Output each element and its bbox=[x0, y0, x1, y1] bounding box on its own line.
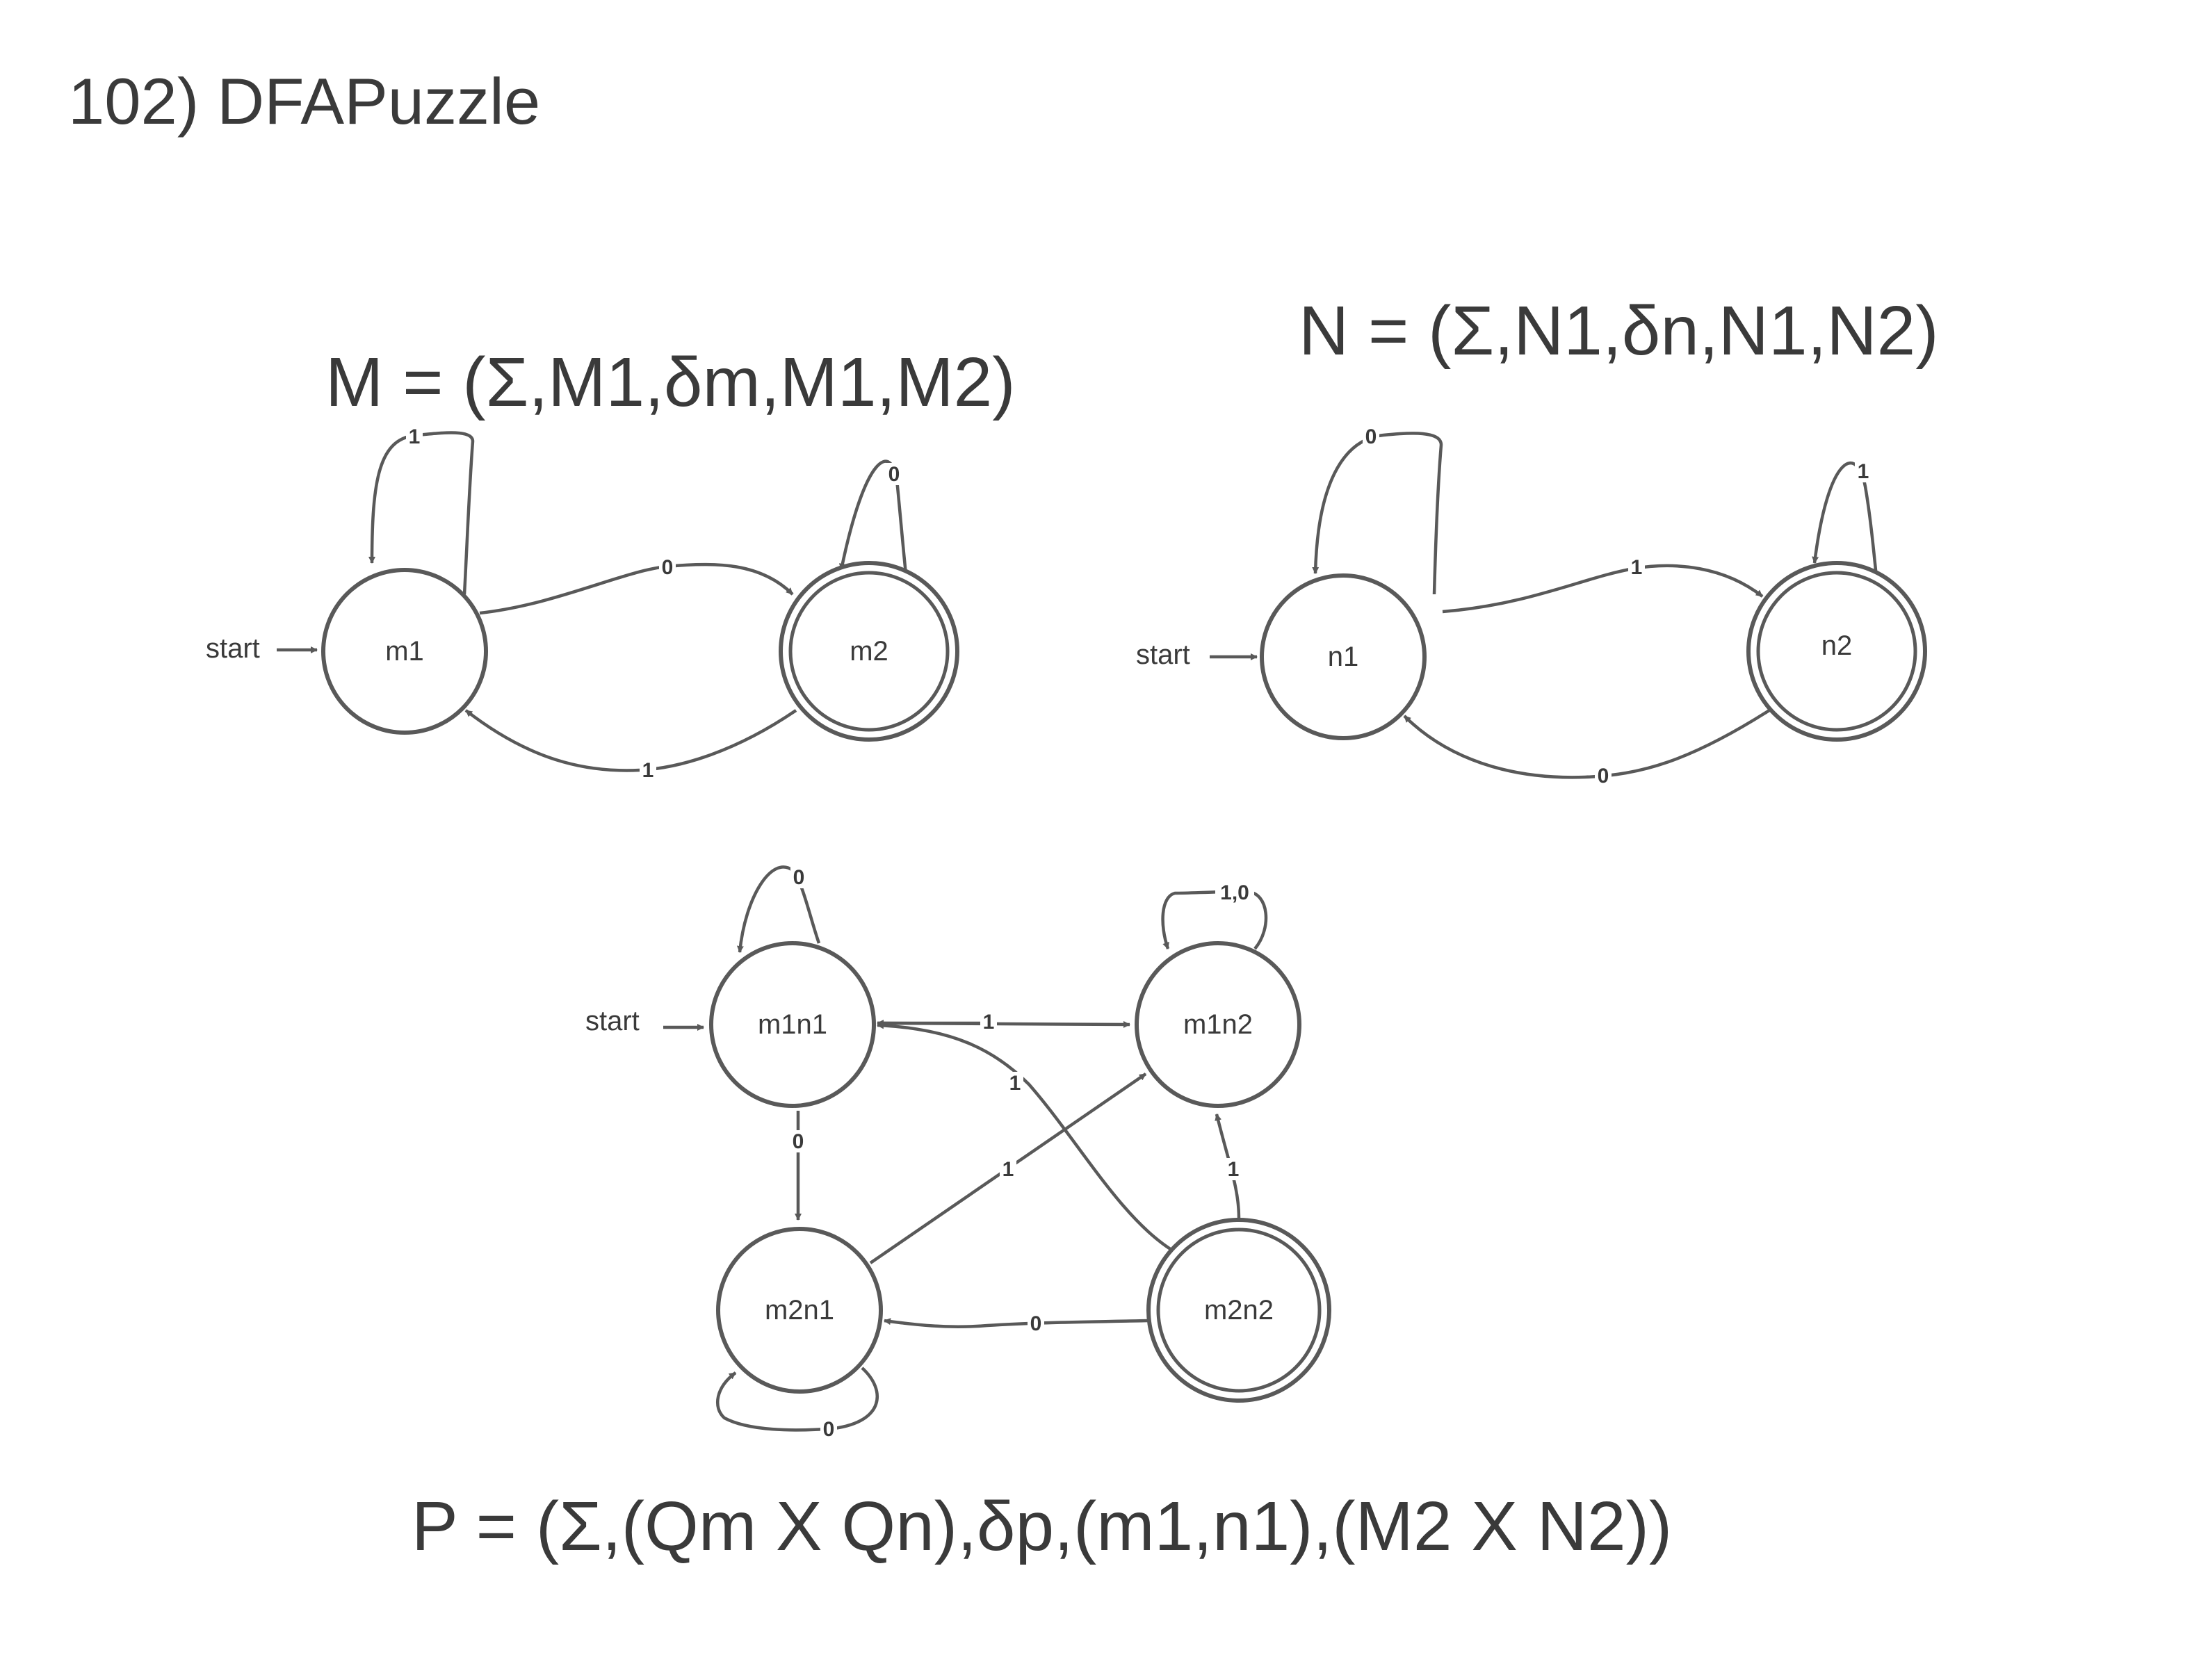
edge-label-m1n1-loop: 0 bbox=[793, 866, 805, 889]
state-label-m1: m1 bbox=[385, 636, 424, 667]
edge-label-m2n2-to-m2n1: 0 bbox=[1030, 1312, 1042, 1335]
state-m1n1: m1n1 bbox=[709, 941, 876, 1108]
state-label-m2: m2 bbox=[850, 636, 888, 667]
start-label-p: start bbox=[585, 1006, 640, 1036]
edge-label-m1n1-m1n2: 1 bbox=[983, 1011, 995, 1034]
edge-label-n1-loop: 0 bbox=[1365, 425, 1377, 448]
edge-n1-loop bbox=[1312, 432, 1443, 595]
state-m2-accepting: m2 bbox=[779, 561, 959, 742]
formula-n: N = (Σ,N1,δn,N1,N2) bbox=[1299, 292, 1939, 370]
formula-m: M = (Σ,M1,δm,M1,M2) bbox=[325, 343, 1016, 421]
edge-label-n2-loop: 1 bbox=[1858, 460, 1869, 483]
edge-label-m2n1-to-m1n2: 1 bbox=[1002, 1158, 1014, 1181]
state-m2n2-accepting: m2n2 bbox=[1146, 1218, 1331, 1403]
edge-label-m2n2-to-m1n1: 1 bbox=[1009, 1072, 1021, 1095]
formula-p: P = (Σ,(Qm X Qn),δp,(m1,n1),(M2 X N2)) bbox=[412, 1487, 1672, 1565]
dfa-m: M = (Σ,M1,δm,M1,M2) start 1 0 0 1 m1 m2 bbox=[206, 343, 1016, 782]
state-label-m2n1: m2n1 bbox=[765, 1295, 834, 1326]
start-label-m: start bbox=[206, 633, 260, 664]
state-label-m1n1: m1n1 bbox=[758, 1009, 827, 1040]
edge-label-m1-to-m2: 0 bbox=[662, 556, 674, 579]
edge-label-m2n1-loop: 0 bbox=[823, 1418, 835, 1441]
dfa-n: N = (Σ,N1,δn,N1,N2) start 0 1 1 0 n1 n2 bbox=[1136, 292, 1939, 788]
page-title: 102) DFAPuzzle bbox=[68, 65, 540, 138]
state-n1: n1 bbox=[1260, 573, 1427, 740]
edge-label-m1-loop: 1 bbox=[409, 425, 421, 448]
edge-m2n2-to-m1n1 bbox=[877, 1022, 1173, 1251]
state-label-m2n2: m2n2 bbox=[1204, 1295, 1274, 1326]
edge-label-m2n2-to-m1n2: 1 bbox=[1228, 1158, 1240, 1181]
edge-m1n1-loop bbox=[736, 865, 821, 953]
state-label-n2: n2 bbox=[1821, 630, 1853, 661]
edge-m1-to-m2 bbox=[479, 562, 794, 615]
edge-m2n1-loop bbox=[715, 1367, 879, 1432]
edge-label-m1n1-to-m2n1: 0 bbox=[793, 1130, 804, 1153]
edge-label-n2-to-n1: 0 bbox=[1598, 765, 1609, 788]
edge-label-m1n2-loop: 1,0 bbox=[1220, 881, 1249, 904]
state-label-m1n2: m1n2 bbox=[1183, 1009, 1253, 1040]
state-label-n1: n1 bbox=[1328, 642, 1359, 672]
state-m1: m1 bbox=[321, 568, 488, 735]
start-label-n: start bbox=[1136, 639, 1190, 670]
edge-m1n2-loop bbox=[1161, 890, 1268, 950]
edge-m2-to-m1 bbox=[464, 709, 797, 772]
edge-label-m2-loop: 0 bbox=[888, 463, 900, 486]
edge-m2n2-to-m2n1 bbox=[884, 1318, 1149, 1328]
state-m2n1: m2n1 bbox=[716, 1227, 883, 1394]
edge-n2-to-n1 bbox=[1403, 709, 1771, 779]
edge-m1-loop bbox=[368, 431, 475, 595]
state-m1n2: m1n2 bbox=[1135, 941, 1301, 1108]
edge-n1-to-n2 bbox=[1442, 564, 1764, 614]
edge-label-n1-to-n2: 1 bbox=[1631, 556, 1643, 579]
state-n2-accepting: n2 bbox=[1746, 561, 1927, 742]
edge-label-m2-to-m1: 1 bbox=[642, 759, 654, 782]
dfa-p: P = (Σ,(Qm X Qn),δp,(m1,n1),(M2 X N2)) s… bbox=[412, 865, 1672, 1565]
